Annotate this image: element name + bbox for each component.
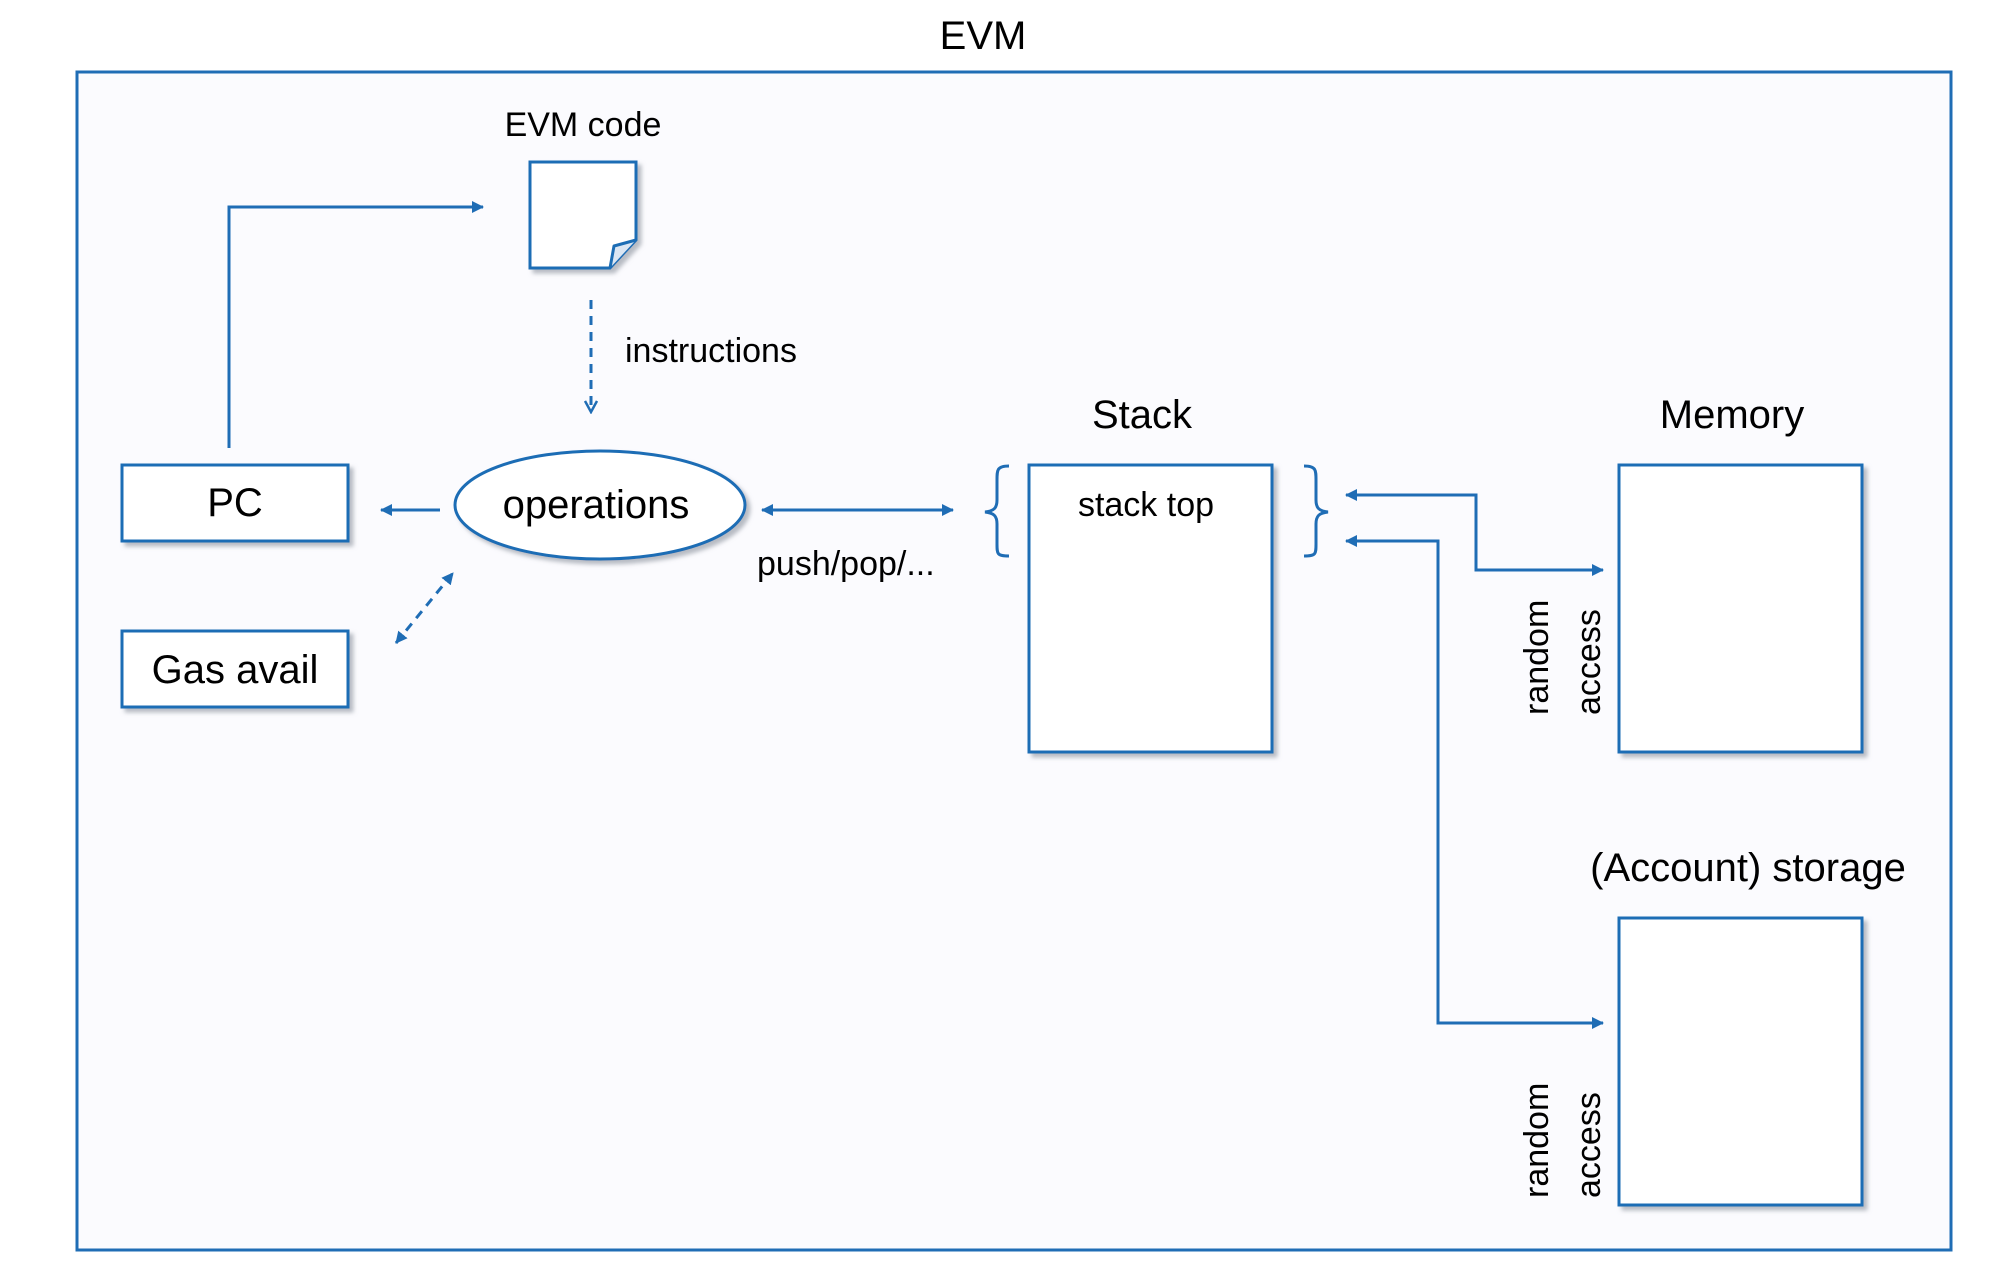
gas-label: Gas avail (152, 648, 319, 692)
pc-to-code-arrow (227, 201, 484, 448)
storage-access-text: access (1570, 1092, 1608, 1198)
evm-code-document-icon (528, 160, 638, 270)
stack-label: Stack (1092, 393, 1193, 437)
memory-box (1617, 463, 1864, 754)
pc-label: PC (207, 481, 263, 525)
storage-box (1617, 916, 1864, 1207)
operations-ellipse (453, 449, 747, 561)
pc-box (120, 463, 350, 543)
memory-random-text: random (1518, 600, 1556, 715)
memory-random-access-label: random access (1518, 600, 1608, 715)
stack-top-label: stack top (1078, 486, 1214, 524)
evm-code-label: EVM code (505, 106, 662, 144)
memory-access-text: access (1570, 609, 1608, 715)
operations-label: operations (503, 483, 690, 527)
stack-storage-arrow (1345, 535, 1604, 1029)
evm-title: EVM (940, 14, 1027, 58)
gas-box (120, 629, 350, 709)
storage-random-access-label: random access (1518, 1083, 1608, 1198)
storage-label: (Account) storage (1590, 846, 1906, 890)
stack-box (1027, 463, 1274, 754)
left-brace (984, 464, 1010, 558)
memory-label: Memory (1660, 393, 1804, 437)
storage-random-text: random (1518, 1083, 1556, 1198)
push-pop-label: push/pop/... (757, 545, 935, 583)
instructions-label: instructions (625, 332, 797, 370)
right-brace (1303, 464, 1329, 558)
